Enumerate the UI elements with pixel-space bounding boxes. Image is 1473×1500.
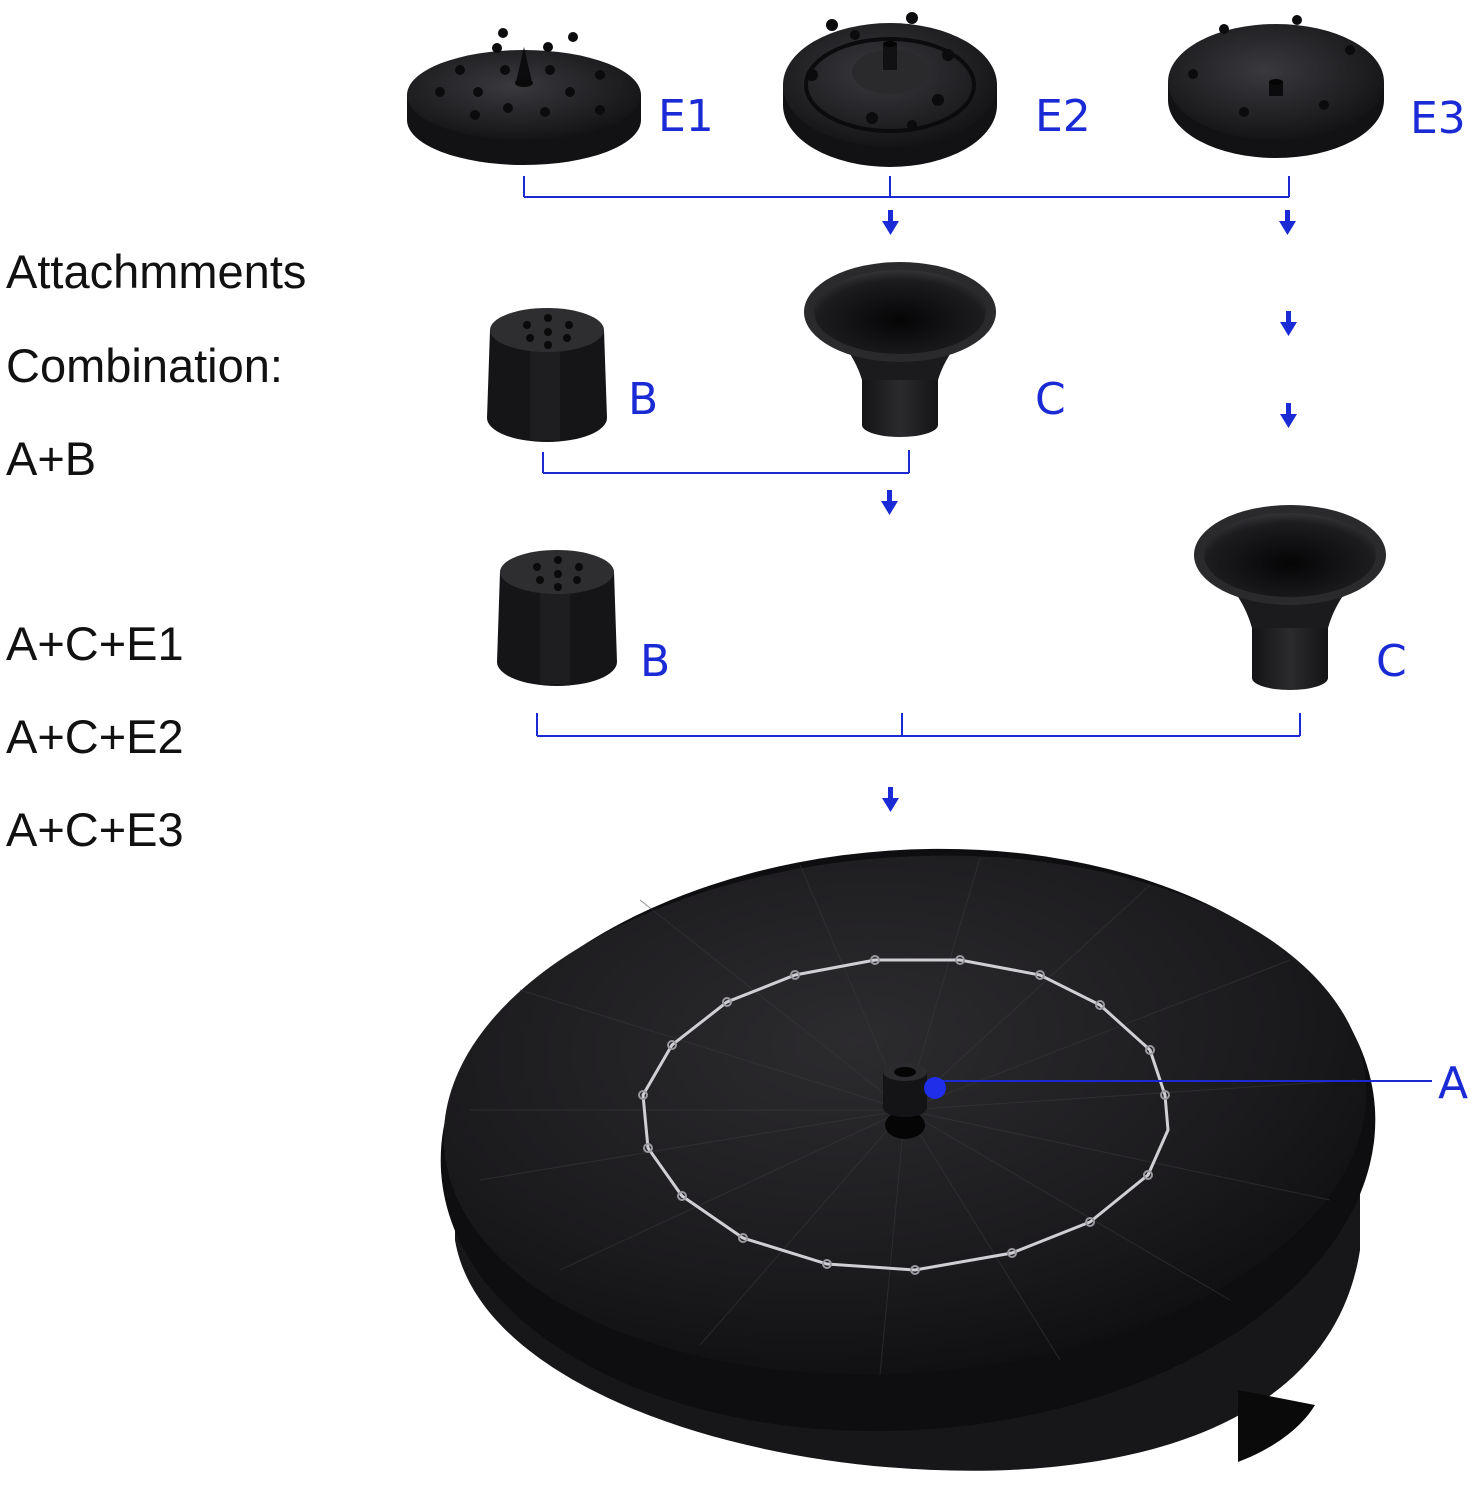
arrow-right-2: [1280, 311, 1297, 336]
nozzle-b-bottom: [497, 550, 617, 686]
top-connector: [523, 176, 1290, 198]
heading-line-1: Attachmments: [6, 245, 307, 298]
combo-a-c-e1: A+C+E1: [6, 617, 184, 670]
nozzle-e1: [407, 28, 641, 165]
funnel-c-top: [804, 262, 996, 437]
label-b-bottom: B: [640, 636, 671, 687]
label-b-top: B: [628, 374, 659, 425]
label-e3: E3: [1410, 93, 1466, 144]
arrow-to-c-top: [882, 210, 899, 235]
pointer-a: [924, 1077, 1432, 1099]
arrow-right-3: [1280, 403, 1297, 428]
combo-a-b: A+B: [6, 432, 97, 485]
label-e2: E2: [1035, 91, 1091, 142]
funnel-c-bottom: [1194, 505, 1386, 690]
label-a: A: [1438, 1058, 1469, 1109]
nozzle-b-top: [487, 308, 607, 442]
arrow-right-1: [1279, 210, 1296, 235]
label-c-top: C: [1035, 374, 1066, 425]
solar-fountain-base: [440, 848, 1376, 1471]
nozzle-e3: [1168, 15, 1384, 158]
heading-line-2: Combination:: [6, 339, 283, 392]
arrow-to-b-bottom: [881, 490, 898, 515]
bottom-connector: [536, 713, 1301, 737]
middle-connector: [542, 450, 910, 474]
combo-a-c-e3: A+C+E3: [6, 803, 184, 856]
nozzle-e2: [783, 12, 997, 167]
combo-a-c-e2: A+C+E2: [6, 710, 184, 763]
label-c-bottom: C: [1376, 636, 1407, 687]
arrow-to-base: [882, 787, 899, 812]
label-e1: E1: [658, 91, 714, 142]
